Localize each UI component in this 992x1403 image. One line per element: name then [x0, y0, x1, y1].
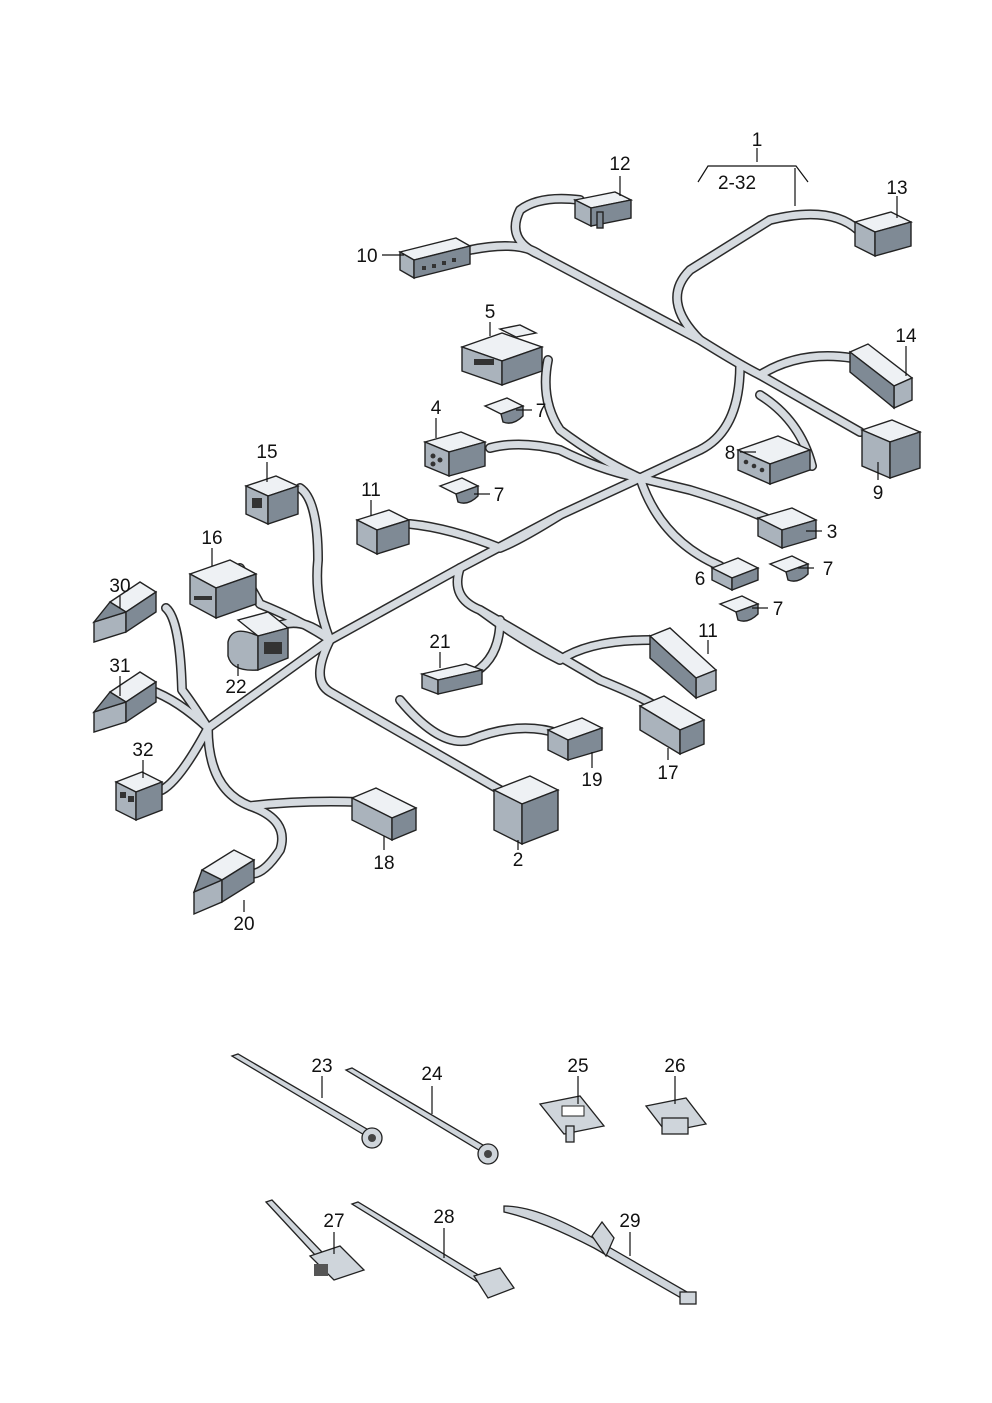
connector-3	[756, 507, 818, 550]
connector-21	[419, 663, 485, 696]
label-part-16: 12	[609, 154, 630, 175]
connector-17	[853, 211, 913, 258]
harness-branch	[158, 724, 212, 794]
connector-20	[188, 559, 258, 620]
label-part-8: 8	[725, 443, 736, 464]
connector-30	[92, 581, 158, 643]
harness-branch	[204, 724, 364, 810]
connector-2	[492, 775, 560, 846]
label-part-20: 16	[201, 528, 222, 549]
connectors	[92, 191, 922, 916]
label-part-30: 30	[109, 576, 130, 597]
connector-11-right	[648, 627, 718, 700]
leader-lines	[119, 148, 907, 1258]
harness-branch-outline	[465, 241, 865, 437]
label-part-2: 2	[513, 850, 524, 871]
harness-branch	[316, 636, 504, 794]
connector-22	[227, 611, 290, 672]
harness-branch	[162, 604, 212, 732]
part-labels: 1 2-32 12 10 13 5 14 7 4 8 9 7 15 11 3 1…	[109, 130, 917, 1232]
connector-32	[114, 771, 164, 822]
label-part-17: 13	[886, 178, 907, 199]
connector-9	[860, 419, 922, 480]
label-part-7: 7	[823, 559, 834, 580]
connector-6	[710, 557, 760, 592]
label-part-3: 3	[827, 522, 838, 543]
label-part-4: 4	[431, 398, 442, 419]
connector-4	[422, 431, 488, 478]
group-number-label: 1	[752, 130, 763, 151]
label-part-6: 6	[695, 569, 706, 590]
harness-branch	[242, 802, 286, 878]
harness-branch	[296, 484, 334, 644]
cable-tie-28	[350, 1201, 516, 1299]
label-part-27: 27	[323, 1211, 344, 1232]
label-part-26: 26	[664, 1056, 685, 1077]
connector-14	[546, 717, 604, 762]
label-part-22: 22	[225, 677, 246, 698]
label-part-31: 31	[109, 656, 130, 677]
connector-19	[244, 475, 300, 526]
harness-branch	[486, 440, 644, 482]
fasteners	[230, 1053, 708, 1305]
harness-branch-outline	[672, 209, 863, 345]
connector-5	[459, 324, 545, 386]
connector-18	[848, 343, 914, 410]
harness-branch	[396, 696, 564, 745]
label-part-32: 32	[132, 740, 153, 761]
clip-26	[644, 1097, 708, 1135]
cable-tie-29	[503, 1205, 697, 1305]
label-part-23: 23	[311, 1056, 332, 1077]
connector-13	[638, 695, 706, 756]
clip-25	[538, 1095, 606, 1143]
connector-11-bottom	[192, 849, 256, 916]
group-range-label: 2-32	[718, 173, 756, 194]
connector-16	[572, 191, 634, 229]
label-part-10: 10	[356, 246, 377, 267]
harness-branch	[406, 511, 564, 552]
label-part-19: 15	[256, 442, 277, 463]
cable-tie-23	[230, 1053, 383, 1149]
harness-wire-outline	[145, 193, 865, 879]
connector-8	[736, 435, 812, 486]
connector-10	[398, 237, 472, 280]
label-part-28: 28	[433, 1207, 454, 1228]
label-part-25: 25	[567, 1056, 588, 1077]
label-part-5: 5	[485, 302, 496, 323]
harness-branch	[636, 474, 724, 570]
label-part-14: 19	[581, 770, 602, 791]
label-part-13: 17	[657, 763, 678, 784]
label-part-12: 18	[373, 853, 394, 874]
harness-branch-outline	[475, 605, 655, 665]
label-part-11: 20	[233, 914, 254, 935]
harness-branch	[542, 356, 644, 482]
connector-12	[350, 787, 418, 842]
label-part-7: 7	[536, 401, 547, 422]
harness-wires	[145, 193, 865, 879]
label-part-18: 14	[895, 326, 917, 347]
label-part-9: 9	[873, 483, 884, 504]
harness-branch	[673, 210, 862, 344]
label-part-29: 29	[619, 1211, 640, 1232]
label-part-15: 11	[361, 480, 381, 501]
clip-7b	[438, 477, 480, 504]
cable-tie-24	[344, 1067, 499, 1165]
cable-tie-27	[264, 1199, 366, 1281]
label-part-24: 24	[421, 1064, 443, 1085]
connector-31	[92, 671, 158, 733]
label-part-7: 7	[773, 599, 784, 620]
harness-wire-fill	[146, 195, 864, 878]
harness-branch	[476, 606, 654, 664]
harness-branch	[756, 352, 856, 379]
label-part-7: 7	[494, 485, 505, 506]
label-part-11: 11	[698, 621, 718, 642]
label-part-21: 21	[429, 632, 450, 653]
connector-15	[355, 509, 411, 556]
harness-branch	[512, 195, 584, 259]
